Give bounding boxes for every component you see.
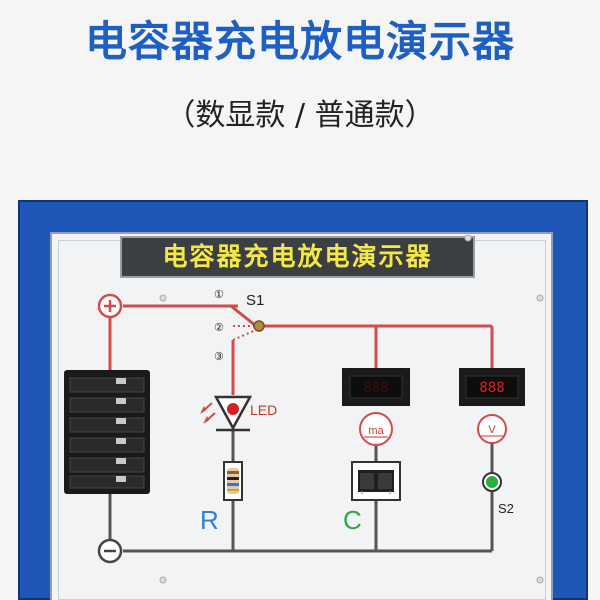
capacitor-icon [351,461,401,501]
page-subtitle: （数显款 / 普通款） [165,98,435,133]
screw-icon [464,234,472,242]
screw-icon [159,576,167,584]
svg-text:888: 888 [363,380,388,396]
voltmeter-unit: V [488,424,496,436]
screw-icon [536,576,544,584]
voltmeter-icon [477,414,507,444]
capacitor-label: C [343,505,362,535]
switch-s2-button-icon [486,476,498,488]
resistor-label: R [200,505,219,535]
led-icon [200,395,253,432]
ammeter-icon [359,412,393,446]
screw-icon [536,294,544,302]
ground-wire [108,430,494,553]
panel-name-plate: 电容器充电放电演示器 [120,236,475,278]
switch-s2-label: S2 [498,501,514,516]
ammeter-unit: ma [368,425,384,437]
switch-s1-pivot [253,320,265,332]
switch-s1-label: S1 [246,292,265,309]
switch-position-3: ③ [214,351,224,363]
ammeter-display: 888 [342,368,410,406]
svg-text:888: 888 [479,380,504,396]
switch-position-1: ① [214,289,224,301]
switch-position-2: ② [214,322,224,334]
screw-icon [159,294,167,302]
circuit-board [50,232,553,600]
resistor-icon [223,461,243,501]
page-title: 电容器充电放电演示器 [84,17,515,66]
battery-holder-icon [64,370,150,494]
switch-dotted-path [232,325,257,341]
led-label: LED [250,402,278,418]
positive-wire [108,304,494,395]
voltmeter-display: 888 [459,368,525,406]
